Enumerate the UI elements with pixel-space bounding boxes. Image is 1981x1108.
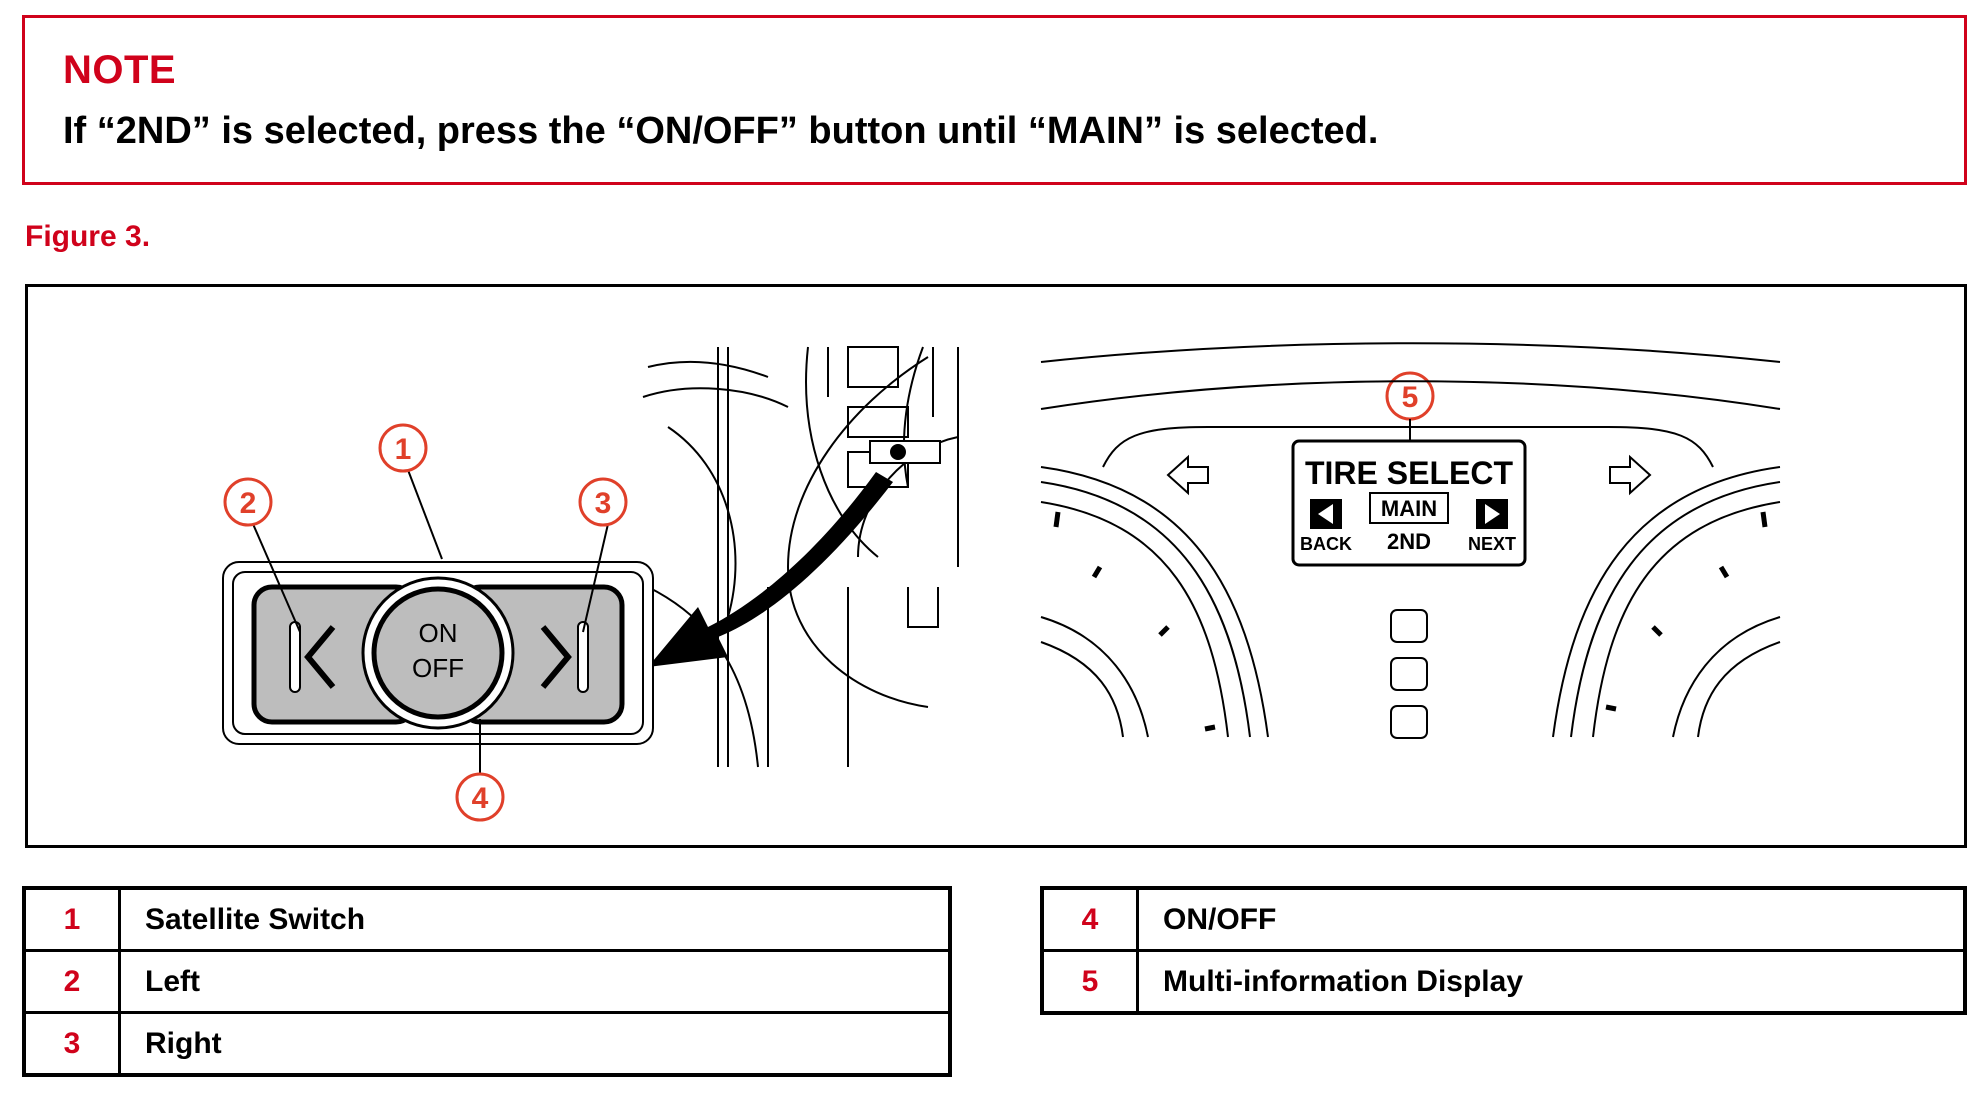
legend-label: Satellite Switch (118, 886, 952, 952)
table-row: 4 ON/OFF (1040, 886, 1967, 952)
table-row: 1 Satellite Switch (22, 886, 952, 952)
legend-label: ON/OFF (1136, 886, 1967, 952)
callout-5: 5 (1385, 371, 1435, 421)
svg-text:2: 2 (240, 487, 257, 520)
callout-3: 3 (578, 477, 628, 527)
next-triangle-icon (1485, 504, 1500, 524)
note-text: If “2ND” is selected, press the “ON/OFF”… (63, 110, 1379, 152)
legend-num: 1 (22, 886, 121, 952)
instrument-cluster (1040, 342, 1781, 739)
legend-num: 5 (1040, 949, 1139, 1015)
display-back: BACK (1300, 534, 1352, 554)
right-arrow-outline-icon (1609, 454, 1652, 496)
left-arrow-outline-icon (1166, 454, 1209, 496)
dashboard-sketch (642, 346, 959, 768)
satellite-switch: ON OFF (222, 561, 654, 745)
note-box: NOTE If “2ND” is selected, press the “ON… (22, 15, 1967, 185)
display-main: MAIN (1381, 496, 1437, 521)
legend-label: Left (118, 949, 952, 1014)
legend-label: Multi-information Display (1136, 949, 1967, 1015)
chevron-left-icon (304, 625, 336, 689)
figure-label: Figure 3. (25, 220, 151, 253)
callout-2: 2 (223, 477, 273, 527)
on-label: ON (419, 618, 458, 648)
svg-text:4: 4 (472, 782, 489, 815)
legend-num: 3 (22, 1011, 121, 1077)
legend-table-left: 1 Satellite Switch 2 Left 3 Right (22, 886, 952, 1077)
display-next: NEXT (1468, 534, 1516, 554)
figure-svg: ON OFF 1 2 3 4 5 (222, 342, 1781, 822)
note-title: NOTE (63, 48, 177, 92)
legend-num: 4 (1040, 886, 1139, 952)
display-2nd: 2ND (1387, 529, 1431, 554)
legend-table-right: 4 ON/OFF 5 Multi-information Display (1040, 886, 1967, 1015)
legend-num: 2 (22, 949, 121, 1014)
table-row: 2 Left (22, 949, 952, 1014)
off-label: OFF (412, 653, 464, 683)
svg-text:5: 5 (1402, 381, 1419, 414)
display-title: TIRE SELECT (1305, 455, 1513, 491)
figure-illustration: ON OFF 1 2 3 4 5 (25, 284, 1967, 848)
multi-information-display: TIRE SELECT MAIN 2ND BACK NEXT (1291, 439, 1527, 567)
svg-text:3: 3 (595, 487, 612, 520)
pointer-arrow (648, 472, 893, 667)
legend-label: Right (118, 1011, 952, 1077)
svg-text:1: 1 (395, 433, 412, 466)
back-triangle-icon (1318, 504, 1333, 524)
callout-4: 4 (455, 772, 505, 822)
callout-1: 1 (378, 423, 428, 473)
chevron-right-icon (540, 625, 572, 689)
table-row: 5 Multi-information Display (1040, 949, 1967, 1015)
on-off-button[interactable] (371, 586, 505, 720)
table-row: 3 Right (22, 1011, 952, 1077)
